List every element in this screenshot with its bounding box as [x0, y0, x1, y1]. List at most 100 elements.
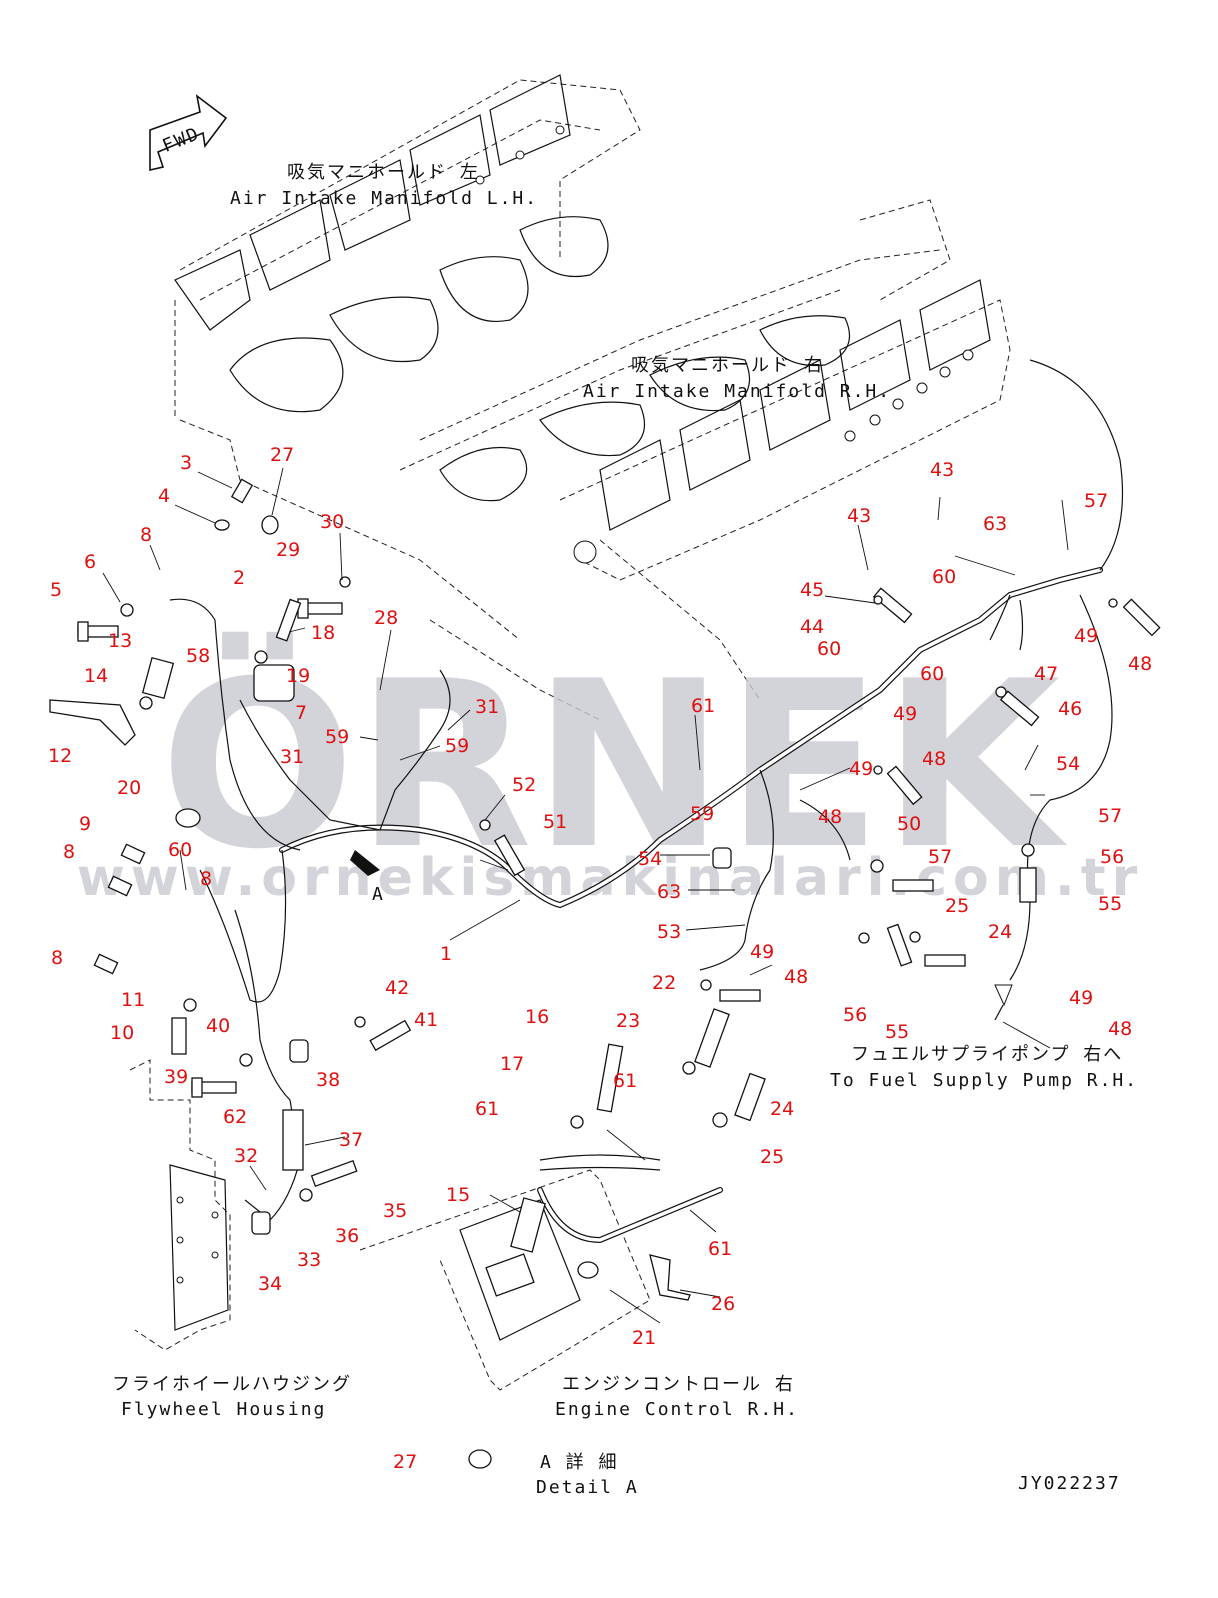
- callout: 59: [325, 726, 349, 748]
- watermark-brand: ÖRNEK: [160, 631, 1068, 900]
- drawing-code: JY022237: [1018, 1473, 1121, 1494]
- detail-jp-label: A 詳 細: [540, 1452, 619, 1473]
- small-parts: [49, 478, 1161, 1469]
- callout: 63: [657, 881, 681, 903]
- callout: 54: [1056, 753, 1080, 775]
- flywheel-housing-drawing: [129, 1059, 231, 1351]
- callout: 37: [339, 1129, 363, 1151]
- callout: 39: [164, 1066, 188, 1088]
- callout: 22: [652, 972, 676, 994]
- callout: 31: [475, 696, 499, 718]
- callout: 8: [51, 947, 63, 969]
- detail-en-label: Detail A: [536, 1477, 639, 1498]
- watermark: ÖRNEK www.ornekismakinalari.com.tr: [77, 631, 1137, 908]
- callout: 59: [690, 803, 714, 825]
- callout: 16: [525, 1006, 549, 1028]
- engine-block-drawing: [174, 74, 1011, 721]
- callout: 48: [1108, 1018, 1132, 1040]
- callout: 57: [1084, 490, 1108, 512]
- callout: 58: [186, 645, 210, 667]
- callout: 34: [258, 1273, 282, 1295]
- callout: 56: [843, 1004, 867, 1026]
- callout: 27: [393, 1451, 417, 1473]
- callout: 48: [1128, 653, 1152, 675]
- leader-lines: [102, 467, 1069, 1324]
- callout: 48: [922, 748, 946, 770]
- callout: 3: [180, 452, 192, 474]
- callout: 49: [849, 758, 873, 780]
- callout: 60: [920, 663, 944, 685]
- callout: 25: [945, 895, 969, 917]
- callout: 55: [885, 1021, 909, 1043]
- callout: 13: [108, 630, 132, 652]
- callout: 40: [206, 1015, 230, 1037]
- callout: 57: [1098, 805, 1122, 827]
- callout: 60: [168, 839, 192, 861]
- callout: 49: [1074, 625, 1098, 647]
- callout: 11: [121, 989, 145, 1011]
- manifold-rh-en-label: Air Intake Manifold R.H.: [583, 381, 891, 402]
- callout: 35: [383, 1200, 407, 1222]
- wiring-harness: [169, 359, 1124, 1244]
- callout: 61: [613, 1070, 637, 1092]
- callout: 18: [311, 622, 335, 644]
- callout: 8: [63, 841, 75, 863]
- engine-control-jp-label: エンジンコントロール 右: [562, 1374, 795, 1395]
- callout: 41: [414, 1009, 438, 1031]
- captions: 吸気マニホールド 左 Air Intake Manifold L.H. 吸気マニ…: [112, 162, 1138, 1498]
- callout: 17: [500, 1053, 524, 1075]
- callout: 50: [897, 813, 921, 835]
- callout: 26: [711, 1293, 735, 1315]
- flywheel-en-label: Flywheel Housing: [121, 1399, 326, 1420]
- callout: 56: [1100, 846, 1124, 868]
- callout: 59: [445, 735, 469, 757]
- callout: 15: [446, 1184, 470, 1206]
- callout: 20: [117, 777, 141, 799]
- callout: 8: [140, 524, 152, 546]
- flywheel-jp-label: フライホイールハウジング: [112, 1374, 352, 1395]
- callout: 2: [233, 567, 245, 589]
- callout: 27: [270, 444, 294, 466]
- callout: 6: [84, 551, 96, 573]
- callout: 38: [316, 1069, 340, 1091]
- callout: 8: [200, 868, 212, 890]
- fwd-direction-arrow: FWD: [149, 94, 228, 172]
- callout: 5: [50, 579, 62, 601]
- manifold-rh-jp-label: 吸気マニホールド 右: [631, 355, 824, 376]
- callout: 24: [988, 921, 1012, 943]
- callout: 21: [632, 1327, 656, 1349]
- callout: 61: [708, 1238, 732, 1260]
- callout: 42: [385, 977, 409, 999]
- fuel-pump-en-label: To Fuel Supply Pump R.H.: [830, 1070, 1138, 1091]
- callout: 24: [770, 1098, 794, 1120]
- callout: 51: [543, 811, 567, 833]
- callout: 54: [638, 848, 662, 870]
- callout: 53: [657, 921, 681, 943]
- callout: 49: [750, 941, 774, 963]
- callout: 44: [800, 616, 824, 638]
- view-a-marker: A: [372, 884, 385, 905]
- callout: 12: [48, 745, 72, 767]
- fuel-pump-jp-label: フュエルサプライポンプ 右へ: [851, 1044, 1123, 1065]
- callout: 30: [320, 511, 344, 533]
- callout: 60: [817, 638, 841, 660]
- callout: 48: [784, 966, 808, 988]
- callout: 45: [800, 579, 824, 601]
- callout-numbers: 3 27 4 30 8 29 2 6 5 13 18 28 58 14 19 7…: [48, 444, 1152, 1473]
- callout: 28: [374, 607, 398, 629]
- callout: 55: [1098, 893, 1122, 915]
- callout: 36: [335, 1225, 359, 1247]
- callout: 48: [818, 806, 842, 828]
- callout: 63: [983, 513, 1007, 535]
- callout: 43: [847, 505, 871, 527]
- callout: 61: [475, 1098, 499, 1120]
- callout: 49: [893, 703, 917, 725]
- callout: 49: [1069, 987, 1093, 1009]
- callout: 46: [1058, 698, 1082, 720]
- callout: 32: [234, 1145, 258, 1167]
- callout: 62: [223, 1106, 247, 1128]
- callout: 19: [286, 665, 310, 687]
- callout: 60: [932, 566, 956, 588]
- callout: 61: [691, 695, 715, 717]
